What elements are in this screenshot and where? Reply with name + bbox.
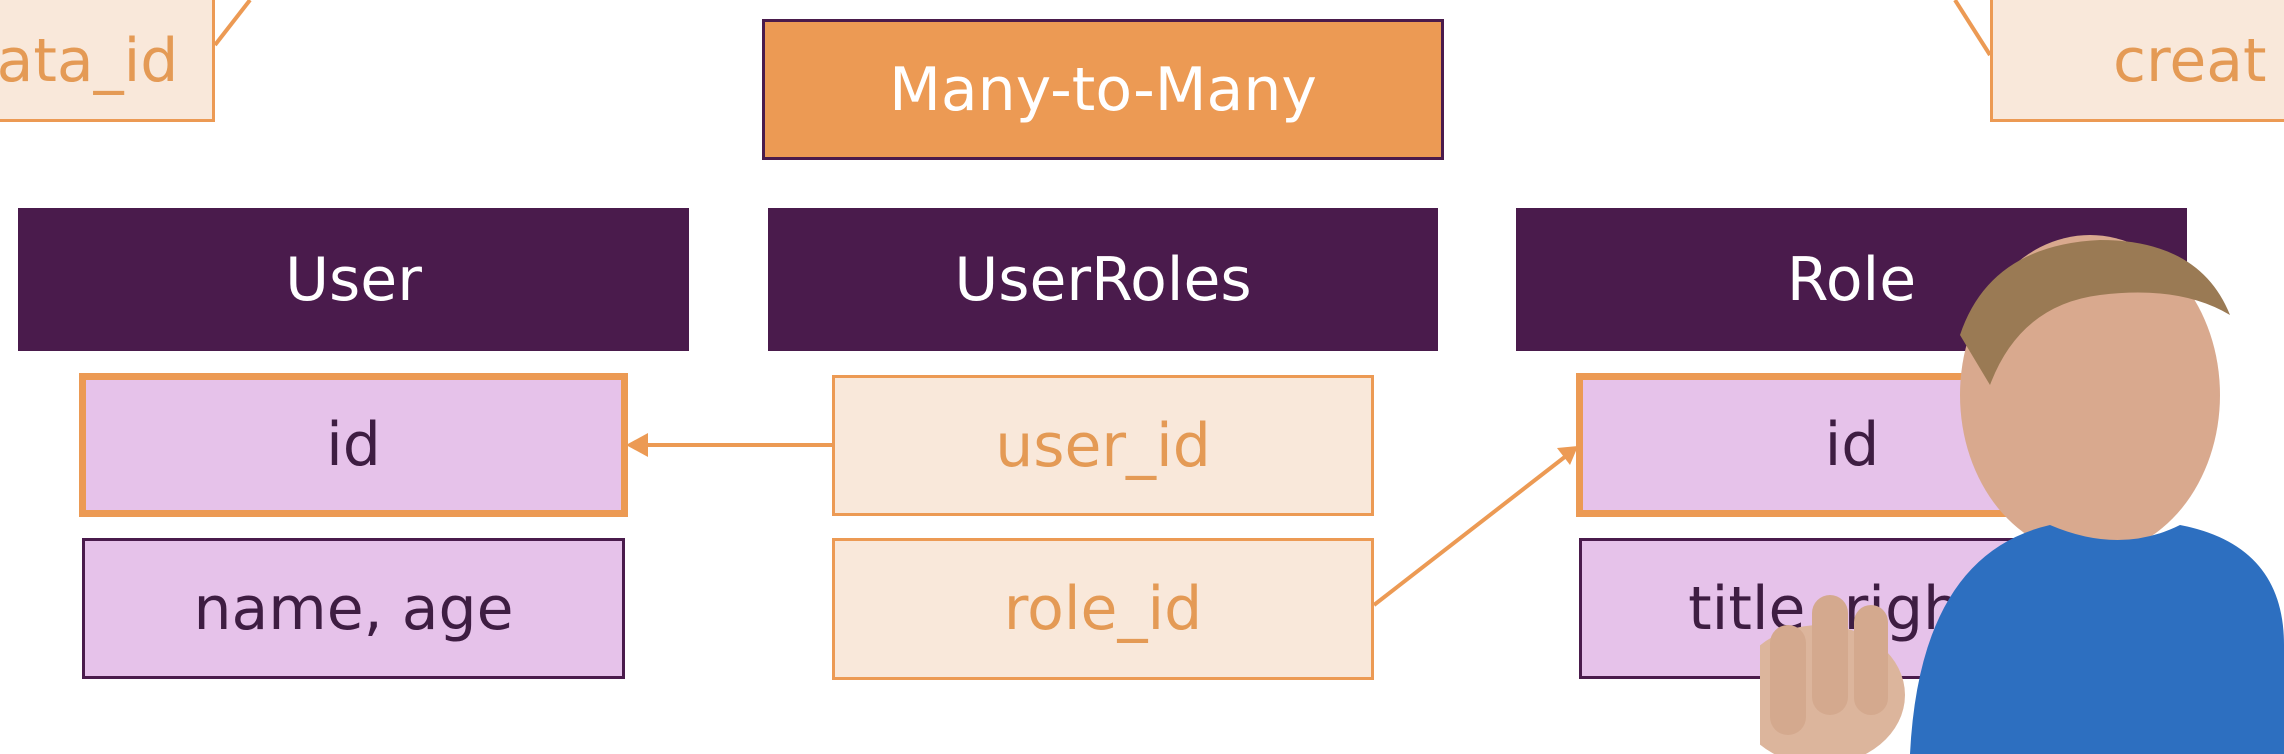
user-id-label: id bbox=[326, 410, 381, 480]
arrowhead-user bbox=[626, 433, 648, 457]
arrowhead-role bbox=[1557, 446, 1578, 465]
partial-box-top-right-label: creat bbox=[2113, 26, 2267, 96]
connector-top-right bbox=[1953, 0, 1992, 57]
diagram-title-label: Many-to-Many bbox=[889, 54, 1317, 125]
table-header-user-label: User bbox=[285, 244, 422, 315]
user-id-field: id bbox=[79, 373, 628, 517]
partial-box-top-right: creat bbox=[1990, 0, 2284, 122]
user-fields: name, age bbox=[82, 538, 625, 679]
partial-box-top-left-label: ata_id bbox=[0, 26, 179, 96]
table-header-user: User bbox=[18, 208, 689, 351]
diagram-title: Many-to-Many bbox=[762, 19, 1444, 160]
partial-box-top-left: ata_id bbox=[0, 0, 215, 122]
presenter-video bbox=[1760, 225, 2284, 754]
user-id-foreign-key: user_id bbox=[832, 375, 1374, 516]
user-fields-label: name, age bbox=[193, 573, 514, 644]
user-id-foreign-key-label: user_id bbox=[995, 410, 1211, 481]
role-id-label: id bbox=[1824, 410, 1880, 480]
table-header-userroles: UserRoles bbox=[768, 208, 1438, 351]
table-header-role-label: Role bbox=[1786, 244, 1917, 315]
table-header-userroles-label: UserRoles bbox=[954, 244, 1252, 315]
role-id-foreign-key: role_id bbox=[832, 538, 1374, 680]
arrow-role-id-to-role bbox=[1372, 454, 1568, 607]
role-id-foreign-key-label: role_id bbox=[1003, 574, 1203, 644]
connector-top-left bbox=[213, 0, 252, 47]
presenter-figure bbox=[1760, 235, 2284, 754]
